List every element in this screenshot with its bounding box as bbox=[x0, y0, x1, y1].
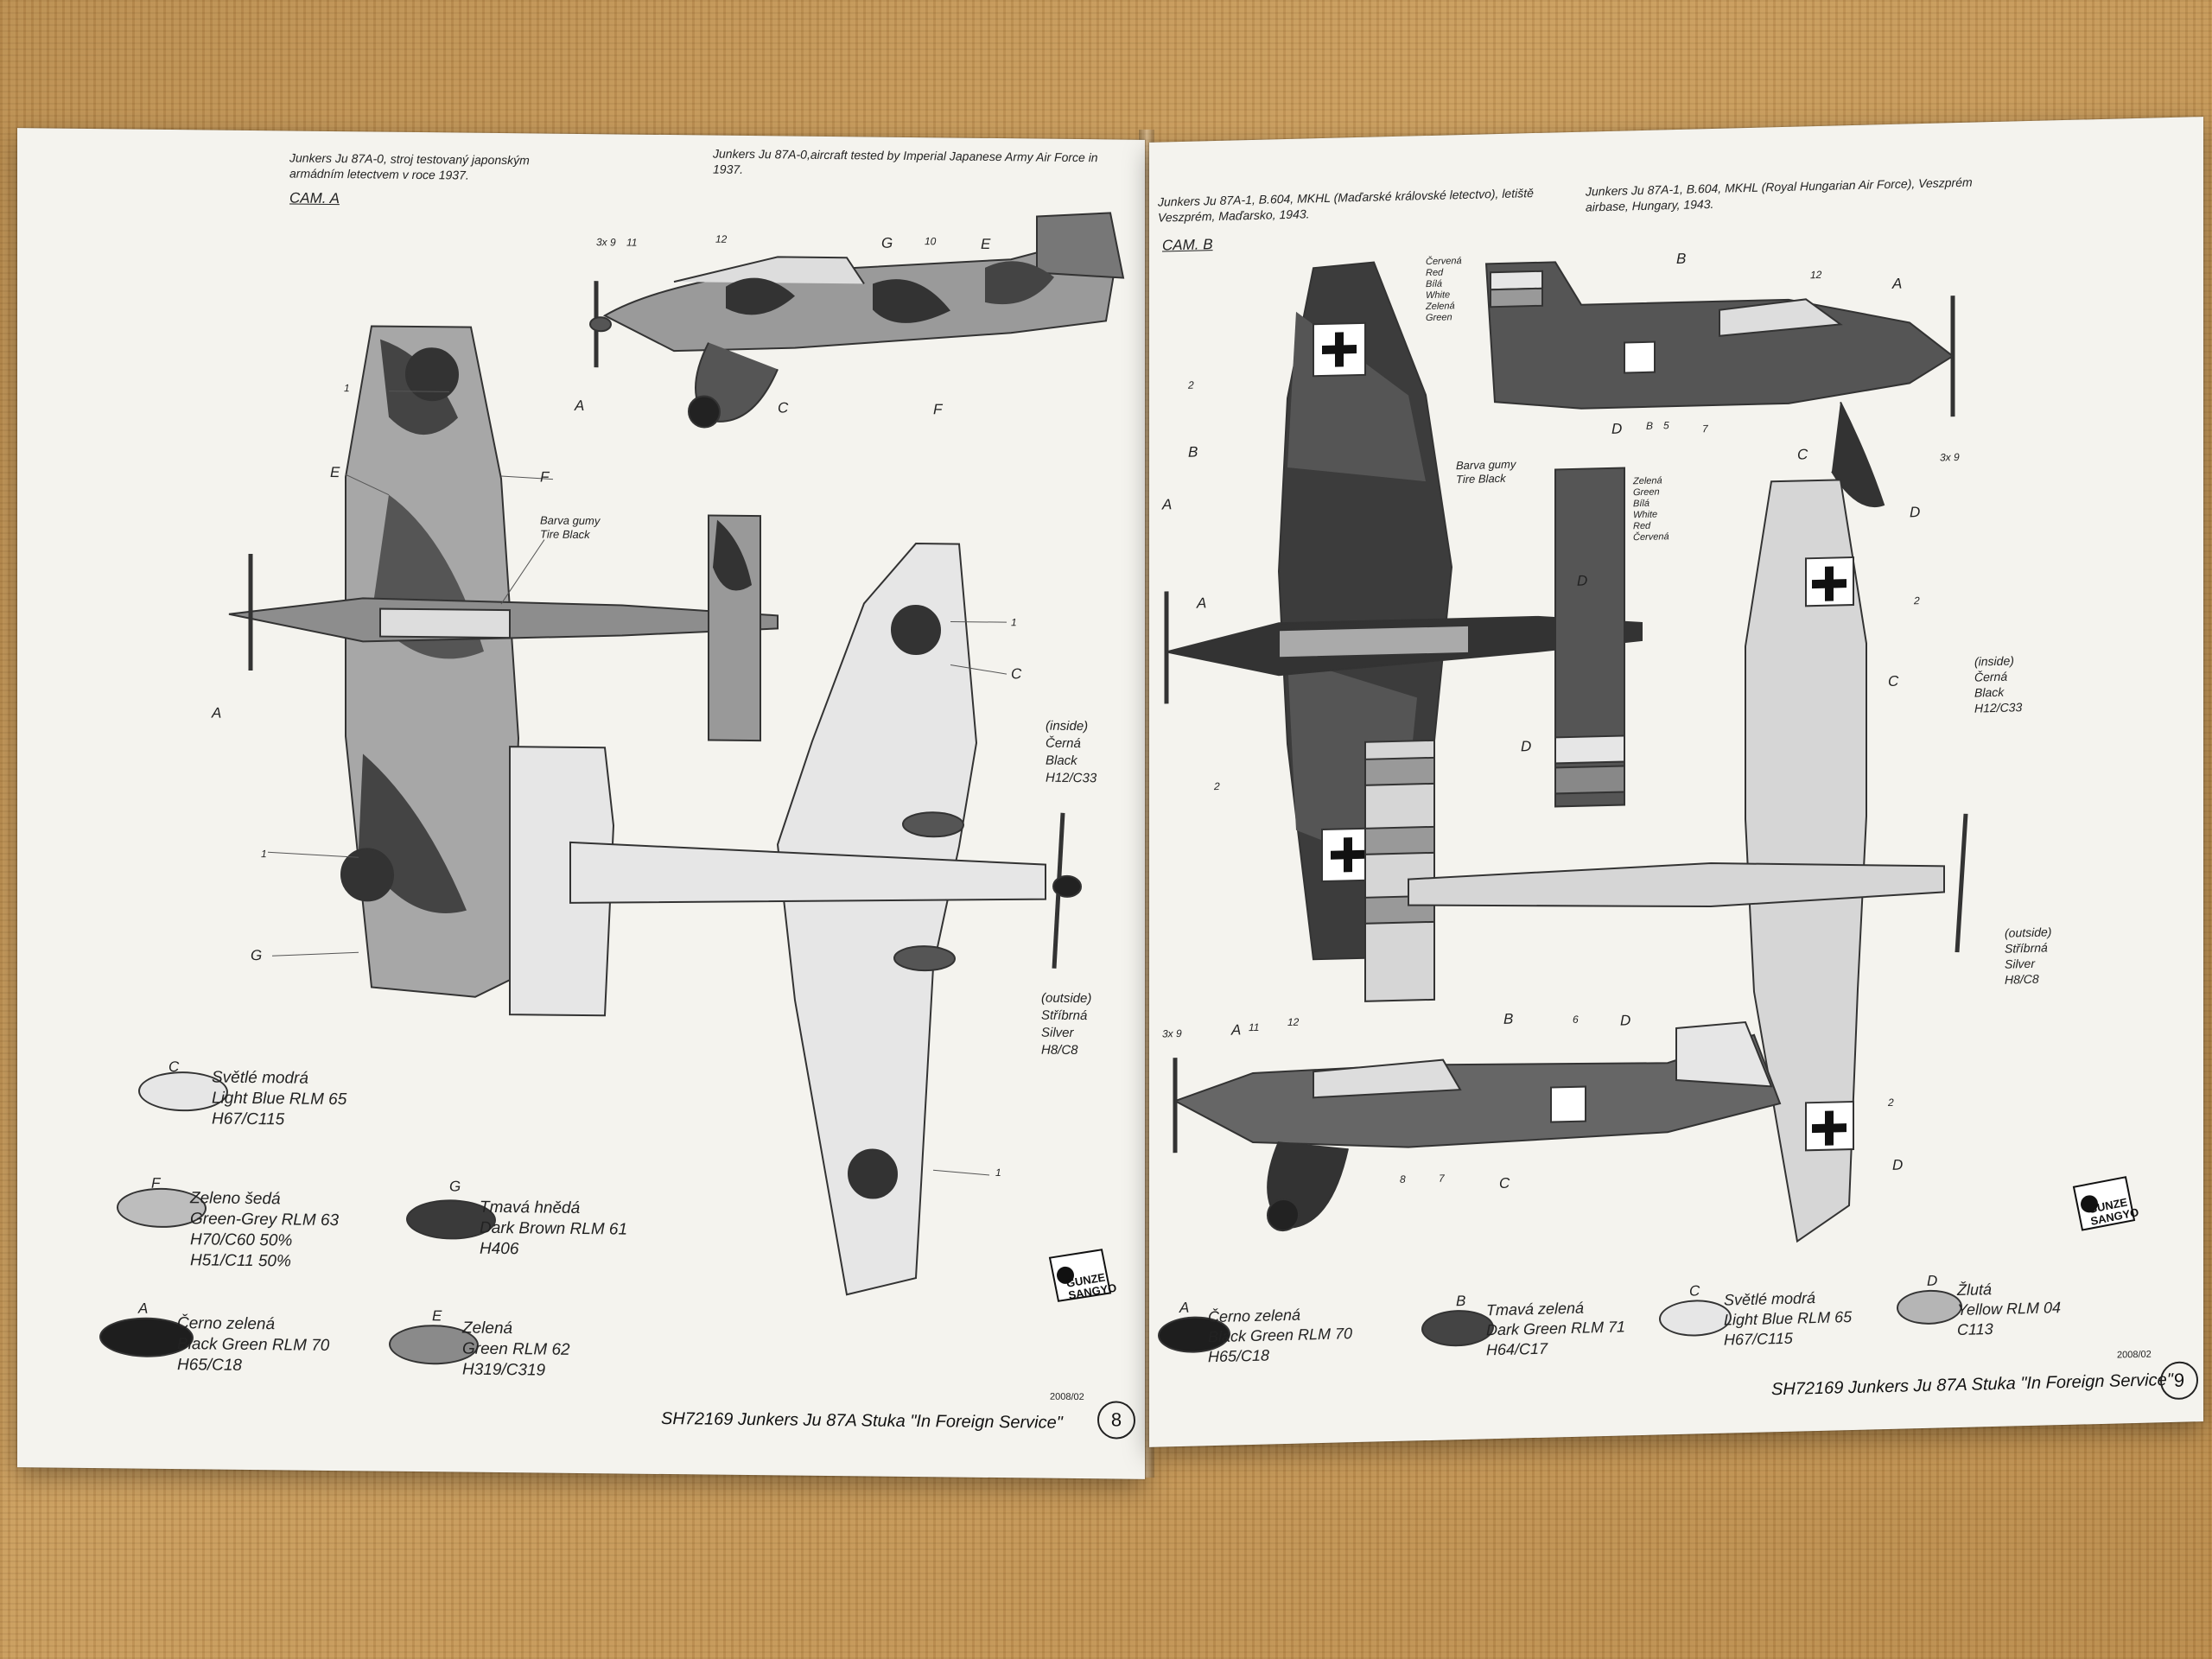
swatch-label: Černo zelená Black Green RLM 70 H65/C18 bbox=[177, 1314, 330, 1375]
callout-flag-mid: Zelená Green Bílá White Red Červená bbox=[1633, 475, 1669, 543]
marker: G bbox=[251, 946, 263, 964]
marker: 12 bbox=[715, 232, 728, 245]
swatch-label: Světlé modrá Light Blue RLM 65 H67/C115 bbox=[212, 1068, 347, 1129]
marker: B bbox=[1503, 1010, 1514, 1027]
marker: C bbox=[1797, 446, 1808, 463]
marker: 10 bbox=[925, 235, 937, 248]
print-date: 2008/02 bbox=[1050, 1391, 1084, 1403]
marker: 2 bbox=[1914, 594, 1920, 607]
callout-flag-top: Červená Red Bílá White Zelená Green bbox=[1426, 256, 1462, 324]
marker: 2 bbox=[1188, 378, 1194, 391]
page-9: Junkers Ju 87A-1, B.604, MKHL (Maďarské … bbox=[1149, 117, 2203, 1447]
marker: A bbox=[575, 397, 585, 415]
marker: F bbox=[933, 401, 943, 418]
swatch-letter: G bbox=[449, 1178, 461, 1195]
swatch-letter: A bbox=[1179, 1299, 1190, 1317]
swatch-label: Tmavá hnědá Dark Brown RLM 61 H406 bbox=[480, 1198, 628, 1259]
marker: G bbox=[881, 234, 893, 251]
marker: D bbox=[1521, 738, 1532, 755]
marker: F bbox=[540, 468, 550, 486]
marker: 3x 9 bbox=[1162, 1027, 1182, 1040]
callout-tire: Barva gumy Tire Black bbox=[1456, 457, 1516, 486]
swatch-letter: C bbox=[1689, 1282, 1700, 1300]
marker: B bbox=[1676, 250, 1687, 267]
marker: 2 bbox=[1214, 779, 1220, 793]
marker: 7 bbox=[1702, 423, 1708, 435]
marker: A bbox=[212, 704, 222, 721]
marker: 8 bbox=[1400, 1173, 1406, 1185]
marker: A bbox=[1197, 594, 1207, 612]
marker: C bbox=[1499, 1174, 1510, 1192]
marker: 3x 9 bbox=[1940, 450, 1960, 464]
marker: E bbox=[981, 235, 991, 252]
marker: A bbox=[1231, 1021, 1242, 1039]
marker: D bbox=[1577, 572, 1588, 589]
marker: D bbox=[1611, 420, 1623, 437]
swatch-label: Tmavá zelená Dark Green RLM 71 H64/C17 bbox=[1486, 1299, 1626, 1359]
aircraft-drawings-right bbox=[1164, 261, 1968, 1243]
gunze-sangyo-logo bbox=[1048, 1249, 1112, 1302]
aircraft-side-view bbox=[228, 212, 1125, 1296]
swatch-letter: D bbox=[1927, 1272, 1938, 1289]
swatch-label: Žlutá Yellow RLM 04 C113 bbox=[1957, 1281, 2062, 1339]
marker: C bbox=[1011, 665, 1022, 683]
marker: 11 bbox=[1249, 1020, 1260, 1034]
marker: A bbox=[1892, 275, 1903, 292]
callout-prop-outside: (outside) Stříbrná Silver H8/C8 bbox=[2005, 925, 2052, 987]
marker: 3x 9 bbox=[596, 236, 616, 249]
marker: E bbox=[330, 463, 340, 481]
marker: D bbox=[1620, 1012, 1631, 1029]
marker: 6 bbox=[1573, 1013, 1579, 1026]
marker: 7 bbox=[1439, 1172, 1445, 1185]
swatch-letter: B bbox=[1456, 1292, 1466, 1310]
marker: A bbox=[1162, 496, 1173, 513]
page-8: Junkers Ju 87A-0, stroj testovaný japons… bbox=[17, 128, 1145, 1479]
marker: 1 bbox=[344, 382, 350, 395]
marker: 1 bbox=[261, 848, 267, 861]
callout-prop-inside: (inside) Černá Black H12/C33 bbox=[1046, 718, 1097, 786]
page-number: 8 bbox=[1097, 1401, 1135, 1440]
marker: 5 bbox=[1663, 419, 1669, 432]
gunze-sangyo-logo bbox=[2072, 1176, 2136, 1231]
swatch-label: Černo zelená Black Green RLM 70 H65/C18 bbox=[1208, 1306, 1353, 1366]
marker: C bbox=[1888, 672, 1899, 690]
marker: 1 bbox=[1011, 616, 1017, 629]
swatch-label: Světlé modrá Light Blue RLM 65 H67/C115 bbox=[1724, 1289, 1853, 1349]
marker: C bbox=[778, 399, 789, 416]
swatch-label: Zelená Green RLM 62 H319/C319 bbox=[462, 1319, 570, 1380]
marker: 12 bbox=[1287, 1015, 1300, 1028]
marker: 11 bbox=[626, 236, 638, 249]
footer-title: SH72169 Junkers Ju 87A Stuka "In Foreign… bbox=[661, 1408, 1063, 1433]
callout-prop-inside: (inside) Černá Black H12/C33 bbox=[1974, 653, 2023, 715]
marker: 1 bbox=[995, 1166, 1001, 1179]
print-date: 2008/02 bbox=[2117, 1349, 2152, 1361]
callout-tire: Barva gumy Tire Black bbox=[540, 513, 601, 542]
marker: D bbox=[1892, 1156, 1904, 1173]
marker: B bbox=[1646, 419, 1654, 432]
callout-prop-outside: (outside) Stříbrná Silver H8/C8 bbox=[1041, 990, 1092, 1058]
marker: 2 bbox=[1888, 1096, 1894, 1109]
marker: 12 bbox=[1810, 268, 1822, 282]
marker: D bbox=[1910, 504, 1921, 521]
swatch-letter: A bbox=[138, 1300, 149, 1317]
marker: B bbox=[1188, 443, 1198, 461]
swatch-label: Zeleno šedá Green-Grey RLM 63 H70/C60 50… bbox=[190, 1189, 340, 1271]
swatch-letter: E bbox=[432, 1307, 442, 1325]
